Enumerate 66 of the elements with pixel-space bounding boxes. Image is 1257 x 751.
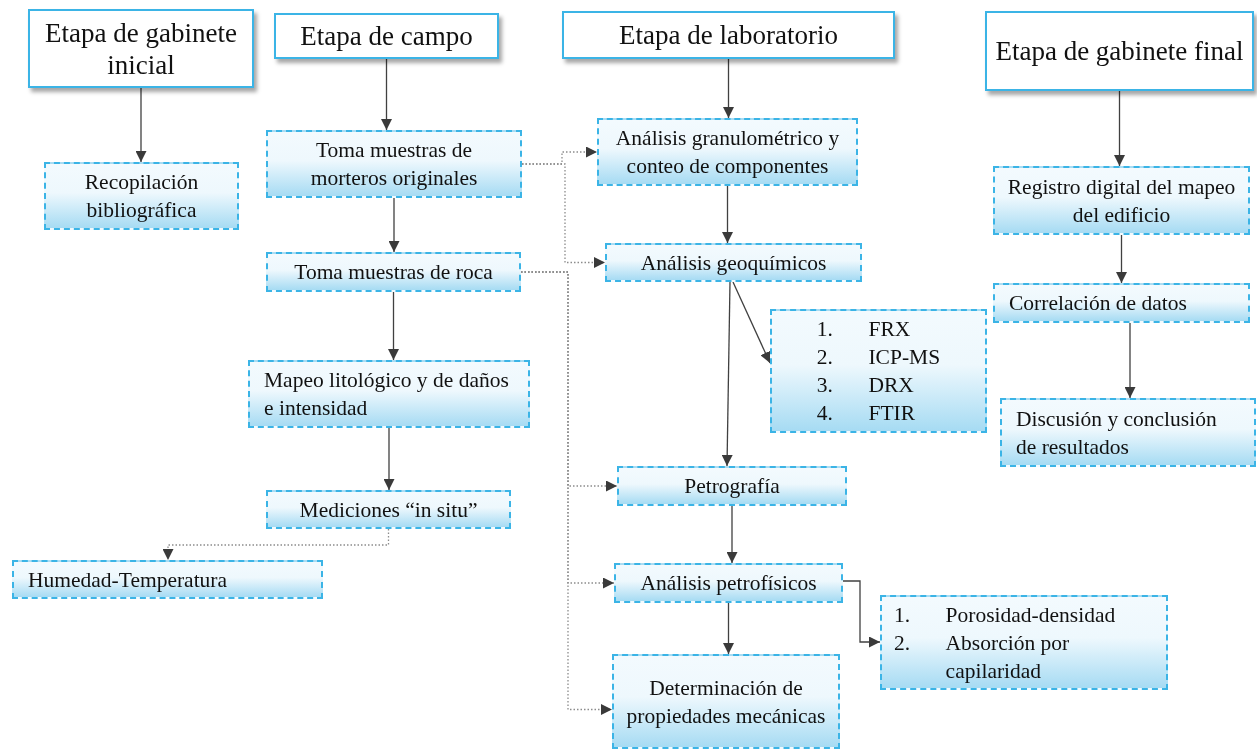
box-label: Mediciones “in situ” — [298, 496, 479, 524]
list-item-text: ICP-MS — [868, 344, 941, 371]
process-box — [614, 563, 843, 603]
process-box — [612, 654, 840, 749]
list-item-text: Absorción por capilaridad — [945, 629, 1071, 685]
process-box — [12, 560, 323, 599]
stage-box — [562, 11, 895, 59]
box-label: Correlación de datos — [1009, 290, 1188, 317]
process-box — [770, 309, 987, 433]
stage-box — [274, 13, 499, 59]
box-label: Etapa de gabinete inicial — [44, 16, 238, 81]
box-label: Etapa de campo — [299, 20, 474, 52]
box-label: Discusión y conclusión de resultados — [1016, 405, 1218, 461]
process-box — [597, 118, 858, 186]
box-label: Toma muestras de roca — [293, 259, 494, 286]
box-label: Etapa de laboratorio — [618, 19, 839, 51]
process-box — [266, 252, 521, 292]
box-label: Análisis petrofísicos — [639, 570, 818, 597]
arrow — [722, 185, 733, 244]
arrow — [388, 197, 400, 253]
box-label: Análisis geoquímicos — [639, 249, 828, 277]
arrow — [1124, 322, 1136, 399]
list-number: 3. — [816, 372, 834, 399]
stage-box — [985, 11, 1254, 91]
box-label: Mapeo litológico y de daños e intensidad — [264, 367, 510, 422]
stage-box — [28, 9, 254, 88]
box-label: Análisis granulométrico y conteo de componentes — [614, 125, 841, 180]
list-number: 2. — [816, 344, 834, 371]
list-number: 1. — [894, 601, 912, 629]
process-box — [1000, 398, 1256, 467]
arrow — [1114, 90, 1125, 167]
arrow — [732, 281, 771, 364]
box-label: Etapa de gabinete final — [994, 35, 1245, 67]
process-box — [266, 490, 511, 529]
box-label: Determinación de propiedades mecánicas — [626, 674, 826, 730]
process-box — [605, 243, 862, 282]
process-box — [993, 283, 1250, 323]
process-box — [880, 595, 1168, 690]
box-label: Registro digital del mapeo del edificio — [1007, 173, 1236, 229]
arrow — [721, 281, 733, 467]
list-item-text: FRX — [868, 316, 912, 343]
list-item-text: FTIR — [868, 400, 917, 427]
list-number: 2. — [894, 629, 912, 657]
arrow — [726, 505, 738, 564]
process-box — [248, 360, 530, 428]
arrow — [388, 291, 399, 361]
arrow — [383, 427, 395, 491]
arrow — [1116, 234, 1127, 284]
box-label: Humedad-Temperatura — [28, 566, 229, 594]
arrow — [381, 58, 392, 131]
box-label: Recopilación bibliográfica — [83, 169, 200, 224]
process-box — [617, 466, 847, 506]
process-box — [44, 162, 239, 230]
arrow — [135, 87, 147, 163]
arrow — [842, 580, 881, 648]
process-box — [993, 166, 1250, 235]
arrow — [723, 602, 734, 655]
box-label: Toma muestras de morteros originales — [309, 137, 479, 192]
arrow — [162, 528, 390, 561]
process-box — [266, 130, 522, 198]
list-item-text: DRX — [868, 372, 915, 399]
box-label: Petrografía — [683, 473, 781, 500]
arrow — [723, 58, 734, 119]
list-number: 1. — [816, 316, 834, 343]
list-item-text: Porosidad-densidad — [945, 601, 1117, 629]
list-number: 4. — [816, 400, 834, 427]
